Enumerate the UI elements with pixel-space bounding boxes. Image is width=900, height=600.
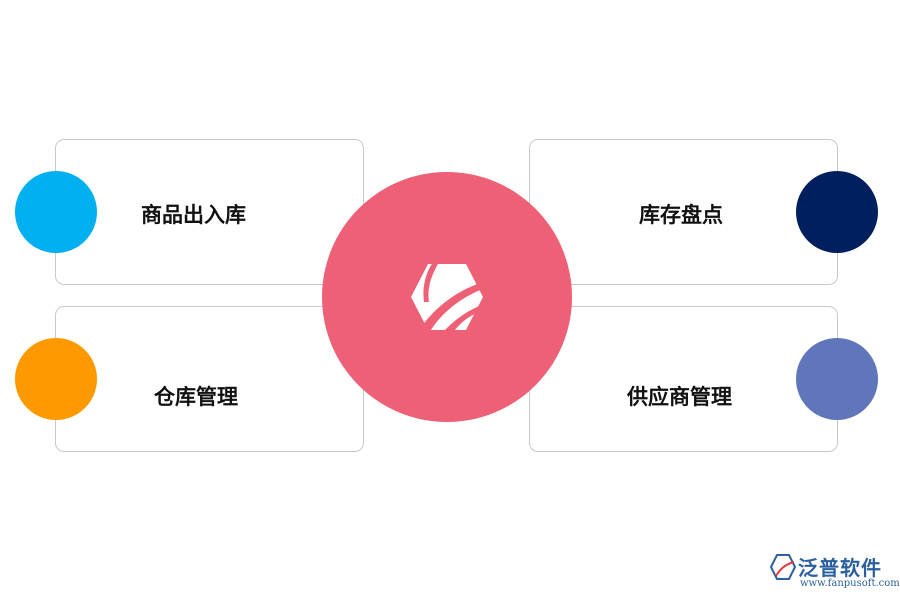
watermark: 泛普软件 www.fanpusoft.com — [770, 552, 900, 592]
node-dot-top-left — [15, 171, 97, 253]
node-dot-top-right — [796, 171, 878, 253]
node-card-top-right: 库存盘点 — [529, 139, 838, 285]
watermark-url: www.fanpusoft.com — [800, 578, 900, 589]
node-dot-bottom-right — [796, 338, 878, 420]
fanpu-logo-icon — [411, 262, 485, 330]
node-label: 库存盘点 — [639, 203, 723, 227]
node-label: 仓库管理 — [154, 385, 238, 409]
node-card-top-left: 商品出入库 — [55, 139, 364, 285]
node-label: 供应商管理 — [627, 385, 732, 409]
fanpu-logo-icon — [770, 554, 796, 580]
node-label: 商品出入库 — [141, 203, 246, 227]
node-card-bottom-left: 仓库管理 — [55, 306, 364, 452]
watermark-brand: 泛普软件 — [798, 556, 882, 580]
node-card-bottom-right: 供应商管理 — [529, 306, 838, 452]
node-dot-bottom-left — [15, 338, 97, 420]
center-circle — [322, 172, 572, 422]
